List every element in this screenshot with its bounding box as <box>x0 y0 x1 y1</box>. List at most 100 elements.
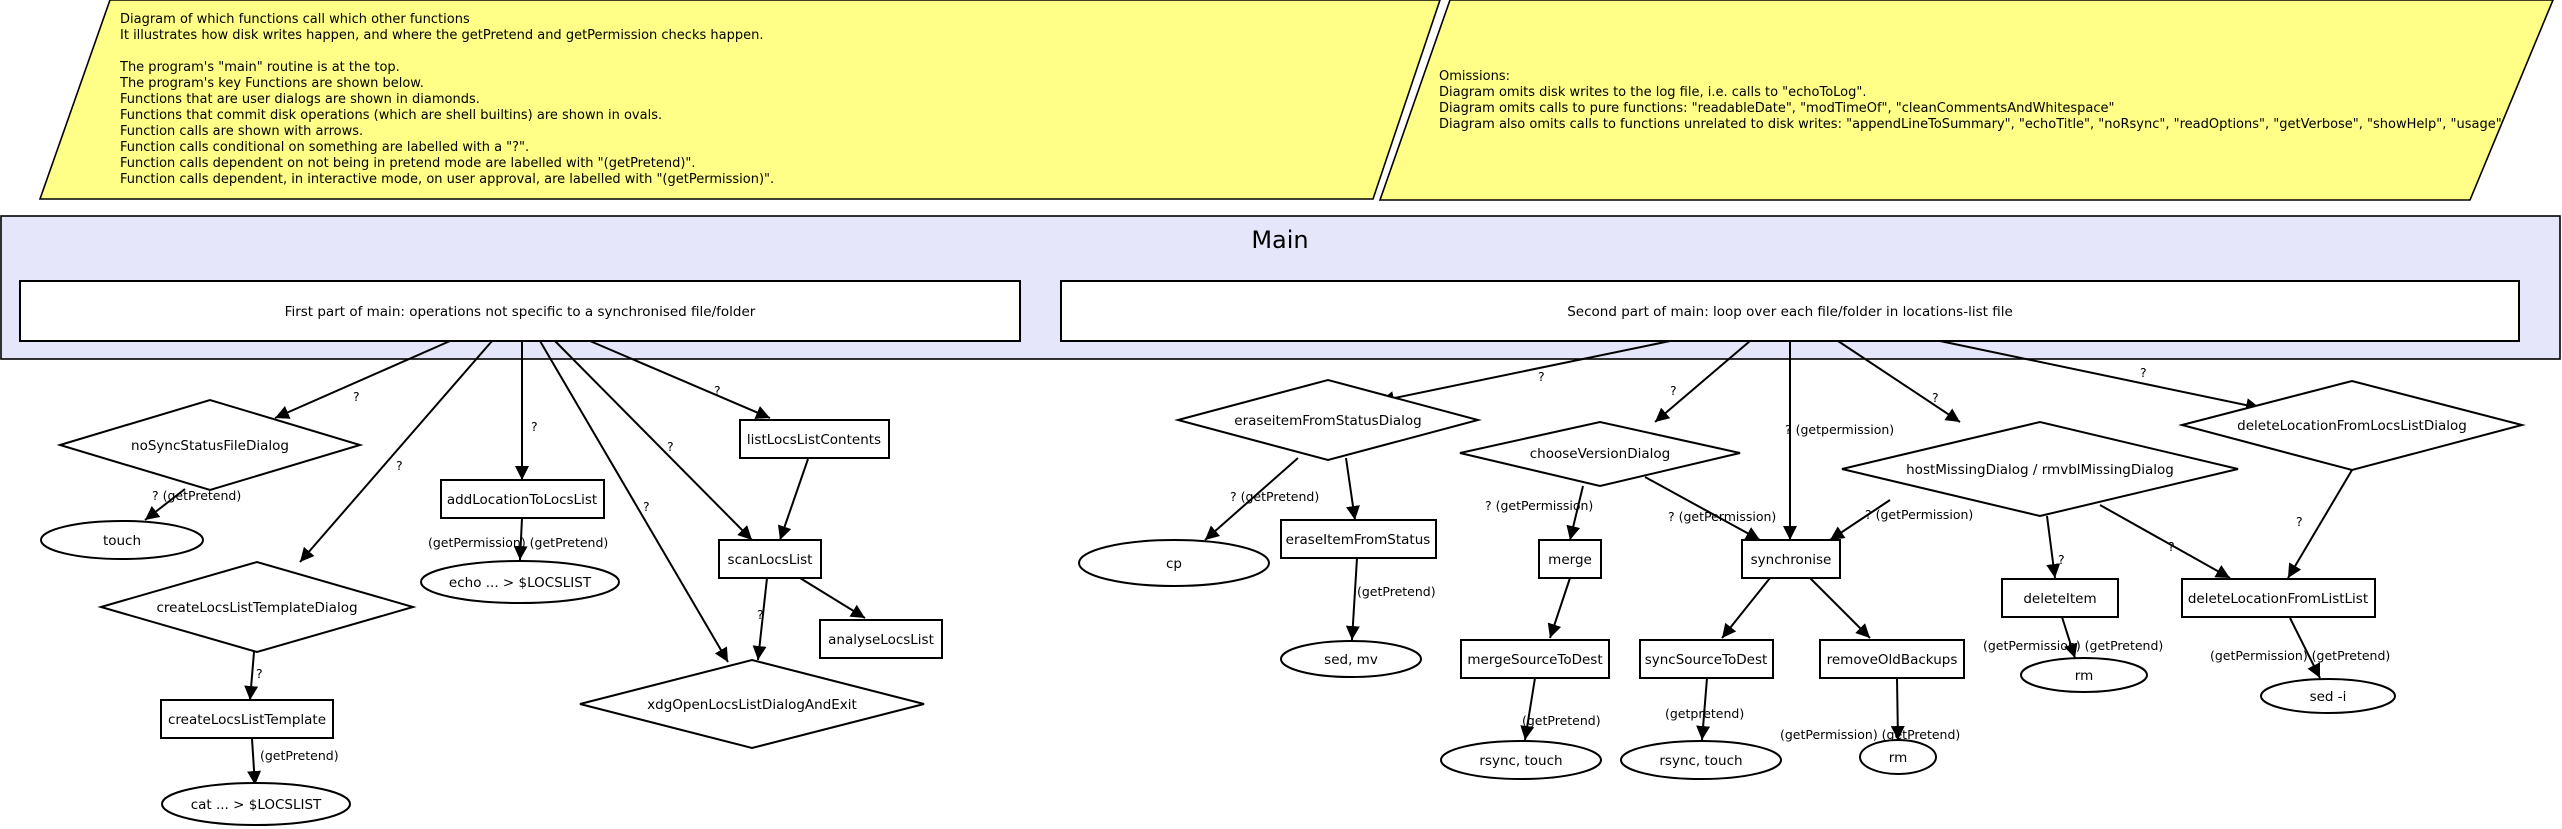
edge-noSync-touch <box>144 488 186 521</box>
node-label: synchronise <box>1751 552 1832 568</box>
node-mergeSourceToDest[interactable] <box>1460 639 1610 679</box>
node-label: rm <box>1889 750 1907 766</box>
node-addLocationToLocsList[interactable] <box>440 479 605 519</box>
edge-label: ? <box>353 389 360 404</box>
node-label: rm <box>2075 668 2093 684</box>
edge-eraseDialog-cp <box>1204 457 1299 541</box>
node-createLocsListTemplateDialog[interactable] <box>97 560 417 654</box>
edge-createDialog-createTemplate <box>244 651 259 701</box>
edge-label: (getPretend) <box>1357 584 1436 599</box>
node-label: deleteLocationFromListList <box>2188 591 2368 607</box>
edge-mergeSource-rsync <box>1520 677 1536 741</box>
edge-part1-scanLocsList <box>554 340 753 541</box>
edge-removeOld-rm <box>1890 677 1905 741</box>
edge-scan-xdg <box>752 577 768 661</box>
edge-label: ? (getPermission) <box>1668 509 1776 524</box>
edge-sync-removeOld <box>1809 577 1871 639</box>
node-rm-backups[interactable] <box>1859 739 1937 775</box>
edge-label: ? <box>667 439 674 454</box>
edge-list-scan <box>777 458 809 541</box>
main-part1-box[interactable] <box>19 280 1021 342</box>
edge-label: (getPermission) (getPretend) <box>2210 648 2390 663</box>
node-listLocsListContents[interactable] <box>739 419 890 459</box>
node-cat[interactable] <box>161 782 351 826</box>
edge-host-synchronise <box>1829 499 1891 541</box>
node-scanLocsList[interactable] <box>718 539 822 579</box>
node-eraseItemFromStatus[interactable] <box>1280 519 1437 559</box>
node-synchronise[interactable] <box>1741 539 1841 579</box>
edge-label: (getpretend) <box>1665 706 1744 721</box>
node-deleteItem[interactable] <box>2001 578 2119 618</box>
node-sed-mv[interactable] <box>1280 640 1422 678</box>
node-deleteLocationFromListList[interactable] <box>2181 578 2376 618</box>
node-label: cat ... > $LOCSLIST <box>191 797 322 813</box>
edge-part1-noSyncStatusFileDialog <box>274 340 451 419</box>
edge-scan-analyse <box>799 577 866 619</box>
edge-choose-merge <box>1566 485 1584 541</box>
omissions-note: Omissions: Diagram omits disk writes to … <box>1378 0 2554 201</box>
edge-addLoc-echo <box>513 517 528 561</box>
edge-eraseDialog-eraseItem <box>1345 457 1360 521</box>
nodes: noSyncStatusFileDialog touch createLocsL… <box>40 378 2526 826</box>
node-createLocsListTemplate[interactable] <box>160 699 334 739</box>
node-xdgOpenLocsListDialogAndExit[interactable] <box>579 658 925 750</box>
node-cp[interactable] <box>1078 539 1270 587</box>
node-label: rsync, touch <box>1479 753 1562 769</box>
node-rm-item[interactable] <box>2020 657 2148 693</box>
edge-label: ? (getPretend) <box>1230 489 1319 504</box>
edge-label: ? <box>396 458 403 473</box>
edge-label: ? (getPermission) <box>1865 507 1973 522</box>
edge-part2-deleteDialog <box>1939 340 2261 412</box>
node-merge[interactable] <box>1538 539 1602 579</box>
edge-label: ? (getPermission) <box>1485 498 1593 513</box>
legend-note-text: Diagram of which functions call which ot… <box>119 12 774 187</box>
node-touch[interactable] <box>40 520 204 560</box>
node-syncSourceToDest[interactable] <box>1639 639 1774 679</box>
edge-part1-createLocsListTemplateDialog <box>299 340 493 563</box>
node-label: eraseItemFromStatus <box>1286 532 1431 548</box>
node-label: merge <box>1548 552 1592 568</box>
node-rsync-touch-merge[interactable] <box>1440 740 1602 780</box>
edges: ? ? (getPretend) ? ? (getPretend) ? (get… <box>144 340 2390 786</box>
edge-deleteDialog-deleteLoc <box>2287 469 2353 579</box>
edge-label: (getPretend) <box>1522 713 1601 728</box>
edge-part2-chooseVersion <box>1654 340 1751 423</box>
edge-label: ? <box>2058 552 2065 567</box>
edge-eraseItem-sed <box>1345 557 1360 641</box>
node-sed-i[interactable] <box>2260 678 2396 714</box>
edge-label: (getPermission) (getPretend) <box>428 535 608 550</box>
edge-createTemplate-cat <box>247 738 262 786</box>
edge-label: ? <box>2296 514 2303 529</box>
node-label: scanLocsList <box>728 552 813 568</box>
node-removeOldBackups[interactable] <box>1819 639 1965 679</box>
edge-label: ? <box>1538 369 1545 384</box>
node-label: syncSourceToDest <box>1645 652 1768 668</box>
edge-label: ? <box>531 419 538 434</box>
node-label: sed -i <box>2310 689 2347 705</box>
node-chooseVersionDialog[interactable] <box>1459 420 1741 488</box>
node-label: createLocsListTemplateDialog <box>156 600 357 616</box>
legend-note: Diagram of which functions call which ot… <box>38 0 1441 200</box>
node-label: analyseLocsList <box>828 632 934 648</box>
edge-sync-syncSource <box>1721 577 1771 639</box>
node-rsync-touch-sync[interactable] <box>1620 740 1782 780</box>
node-eraseitemFromStatusDialog[interactable] <box>1174 378 1482 462</box>
node-noSyncStatusFileDialog[interactable] <box>56 398 364 492</box>
edge-part2-hostMissing <box>1837 340 1961 423</box>
edge-deleteItem-rm <box>2061 616 2078 659</box>
node-deleteLocationFromLocsListDialog[interactable] <box>2178 379 2526 472</box>
edge-label: (getPermission) (getPretend) <box>1983 638 2163 653</box>
node-label: removeOldBackups <box>1827 652 1958 668</box>
edge-merge-mergeSource <box>1547 577 1571 639</box>
node-analyseLocsList[interactable] <box>819 619 943 659</box>
edge-label: ? <box>2140 365 2147 380</box>
edge-label: ? (getPretend) <box>152 488 241 503</box>
main-part2-box[interactable] <box>1060 280 2520 342</box>
main-part2-label: Second part of main: loop over each file… <box>1567 304 2013 320</box>
node-label: chooseVersionDialog <box>1530 446 1670 462</box>
node-label: sed, mv <box>1324 652 1378 668</box>
node-echo[interactable] <box>420 560 620 604</box>
node-label: deleteLocationFromLocsListDialog <box>2237 418 2467 434</box>
node-hostMissingDialog[interactable] <box>1841 420 2239 518</box>
